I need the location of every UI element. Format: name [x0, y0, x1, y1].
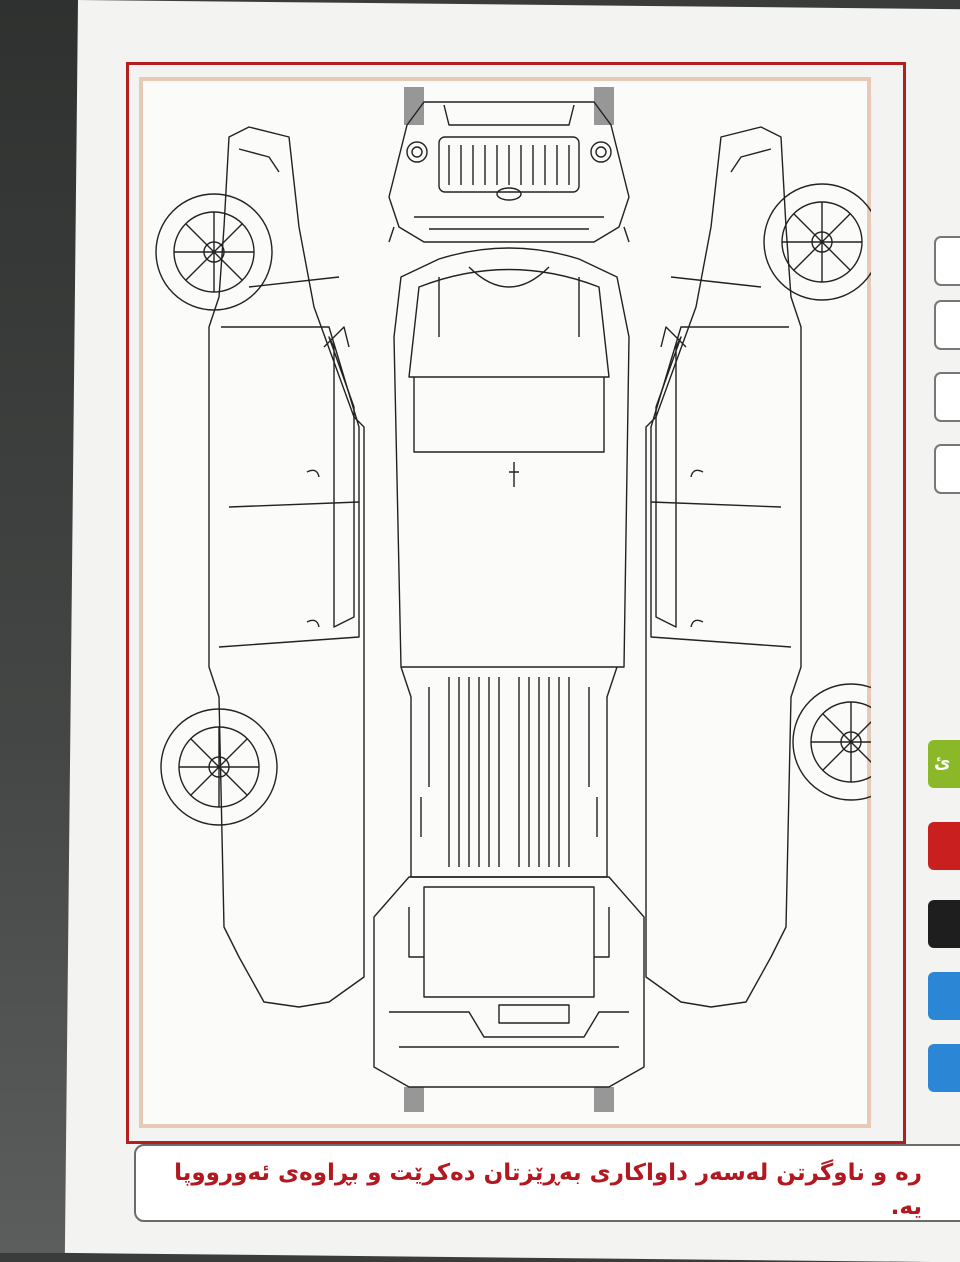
note-box-3: [934, 372, 960, 422]
legend-tab-green-label: ئ: [934, 752, 951, 773]
diagram-frame: [139, 77, 871, 1128]
right-side-view: [645, 126, 871, 1008]
left-side-view: [155, 126, 365, 1008]
rear-view: [373, 876, 645, 1112]
note-box-1: [934, 236, 960, 286]
legend-tab-red: [928, 822, 960, 870]
front-view: [388, 87, 630, 243]
vehicle-damage-diagram: [155, 87, 871, 1112]
legend-tab-blue-2: [928, 1044, 960, 1092]
legend-tab-blue-1: [928, 972, 960, 1020]
legend-tab-green: ئ: [928, 740, 960, 788]
note-box-2: [934, 300, 960, 350]
note-box-4: [934, 444, 960, 494]
caption-box: ره و ناوگرتن لەسەر داواکاری بەڕێزتان دەک…: [134, 1144, 960, 1222]
top-view: [393, 247, 630, 878]
caption-line-1: ره و ناوگرتن لەسەر داواکاری بەڕێزتان دەک…: [174, 1160, 922, 1186]
caption-line-2: یه.: [890, 1194, 922, 1220]
legend-tab-black: [928, 900, 960, 948]
outer-red-frame: [126, 62, 906, 1144]
